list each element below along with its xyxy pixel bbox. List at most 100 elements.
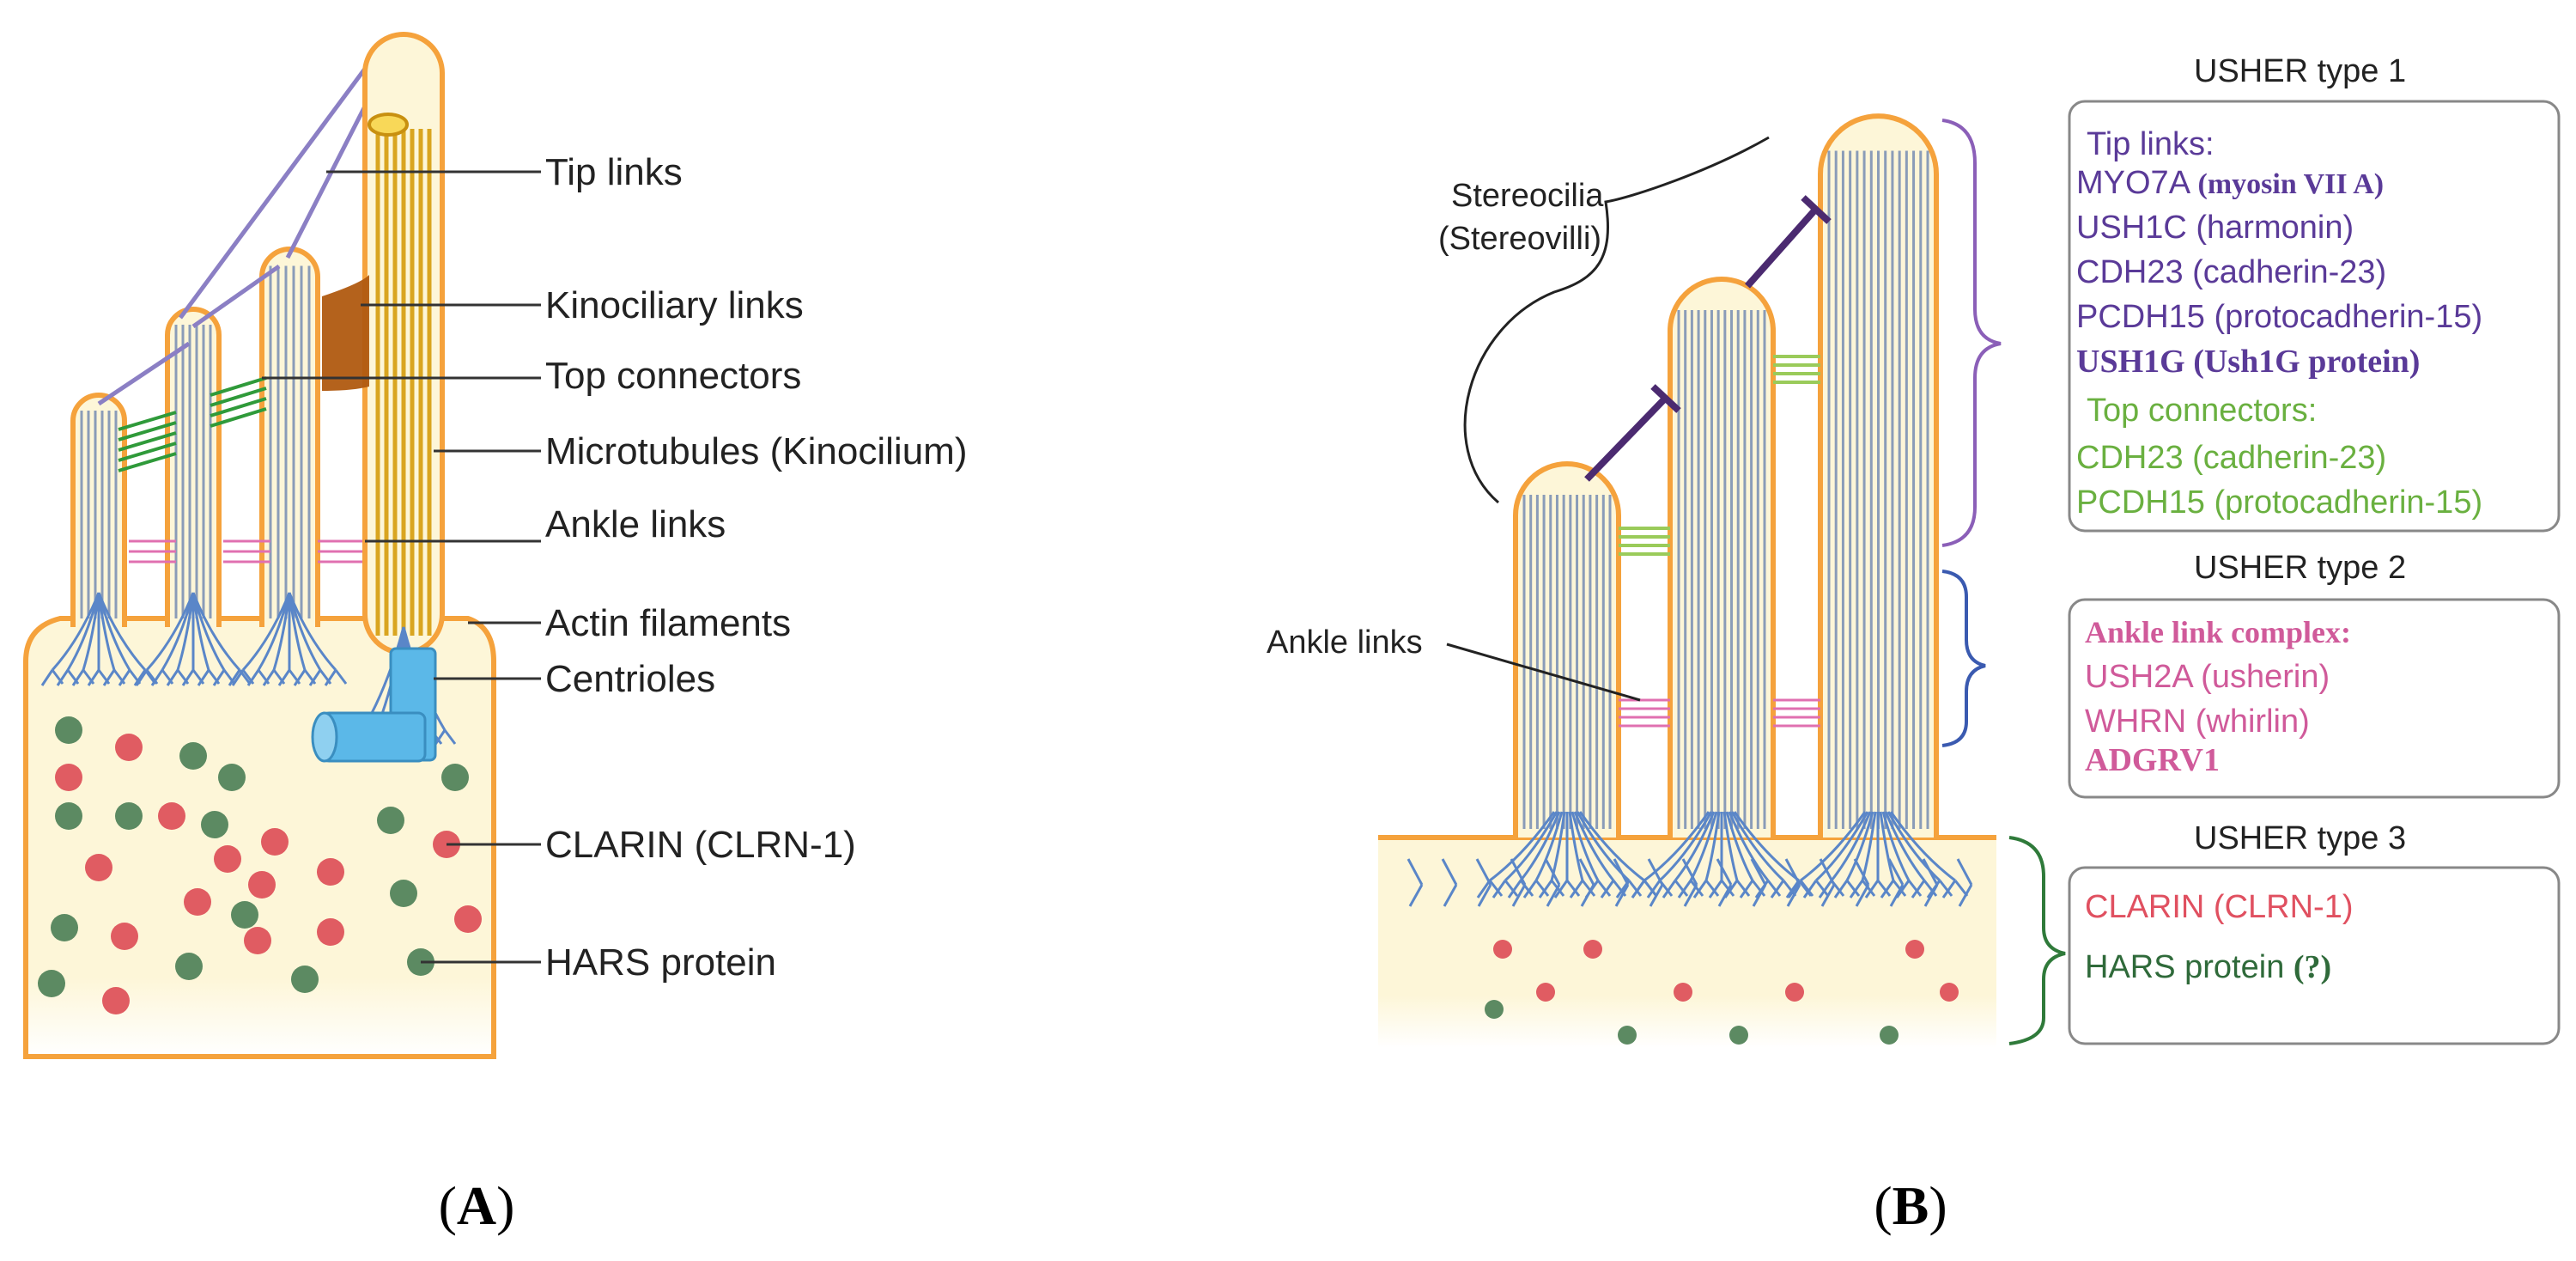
hars-dot	[115, 802, 143, 830]
clarin-dot	[55, 764, 82, 791]
hars-dot	[390, 880, 417, 907]
hars-dot-b	[1880, 1026, 1899, 1045]
clarin-dot-b	[1583, 940, 1602, 959]
caption-b-letter: B	[1893, 1175, 1929, 1236]
hair-cell-body-b	[1378, 838, 1996, 1048]
ankle-links-leader	[1446, 643, 1641, 702]
label-stereocilia: Stereocilia	[1451, 178, 1604, 214]
clarin-dot	[317, 858, 344, 886]
brace-usher2	[1941, 570, 1986, 747]
clarin-dot	[454, 905, 482, 933]
clarin-dot	[85, 854, 112, 881]
clarin-dot	[102, 987, 130, 1014]
hars-dot	[51, 914, 78, 941]
clarin-dot-b	[1785, 983, 1804, 1002]
usher2-item-0: USH2A (usherin)	[2085, 659, 2330, 695]
hars-dot	[55, 716, 82, 744]
brace-usher1	[1941, 119, 2002, 547]
clarin-dot-b	[1905, 940, 1924, 959]
stereocilium-a-1	[70, 393, 127, 627]
panel-b-diagram: Stereocilia (Stereovilli) Ankle links US…	[1267, 53, 2561, 1048]
hars-dot	[218, 764, 246, 791]
clarin-dot	[248, 871, 276, 899]
usher1-top-item-1: PCDH15 (protocadherin-15)	[2076, 484, 2482, 521]
clarin-dot	[158, 802, 185, 830]
usher1-gene: CDH23	[2076, 254, 2192, 290]
hars-dot	[201, 811, 228, 838]
hars-dot-b	[1485, 1000, 1504, 1019]
usher1-protein: (Ush1G protein)	[2193, 344, 2420, 380]
label-actin-filaments: Actin filaments	[545, 602, 791, 644]
usher1-protein: (harmonin)	[2196, 210, 2354, 246]
usher1-box	[2068, 100, 2561, 533]
usher3-hars-question: (?)	[2293, 949, 2331, 985]
clarin-dot	[214, 845, 241, 873]
label-kinociliary-links: Kinociliary links	[545, 284, 804, 326]
tip-links-b	[1584, 195, 1832, 482]
usher1-gene: USH1C	[2076, 210, 2196, 246]
hars-dot	[175, 953, 203, 980]
stereocilium-b-short	[1513, 461, 1621, 838]
usher1-protein: (myosin VII A)	[2198, 168, 2385, 200]
stereocilium-a-3	[259, 247, 320, 627]
leader-lines-a	[262, 170, 541, 964]
usher3-title: USHER type 3	[2194, 820, 2406, 856]
usher2-heading: Ankle link complex:	[2085, 615, 2351, 649]
usher1-tip-list: MYO7A (myosin VII A)USH1C (harmonin)CDH2…	[2076, 165, 2482, 380]
protein-dots-a	[38, 716, 482, 1014]
usher1-tip-item: USH1C (harmonin)	[2076, 210, 2354, 246]
centrioles	[311, 647, 437, 763]
clarin-dot-b	[1674, 983, 1692, 1002]
clarin-dot	[317, 918, 344, 946]
hars-dot	[291, 966, 319, 993]
label-tip-links: Tip links	[545, 151, 683, 193]
usher1-tip-item: CDH23 (cadherin-23)	[2076, 254, 2386, 290]
usher1-gene: PCDH15	[2076, 299, 2215, 335]
clarin-dot	[261, 828, 289, 856]
caption-a-letter: A	[457, 1175, 496, 1236]
label-ankle-links-b: Ankle links	[1267, 624, 1423, 661]
top-connectors-a	[118, 376, 267, 472]
usher3-hars-text: HARS protein	[2085, 949, 2293, 985]
hars-dot-b	[1618, 1026, 1637, 1045]
top-connectors-b	[1619, 355, 1820, 556]
caption-b: (B)	[1874, 1175, 1947, 1236]
usher1-tip-item: PCDH15 (protocadherin-15)	[2076, 299, 2482, 335]
usher3-clarin: CLARIN (CLRN-1)	[2085, 889, 2353, 925]
usher1-top-heading: Top connectors:	[2087, 393, 2317, 429]
panel-a-diagram: Tip links Kinociliary links Top connecto…	[23, 32, 967, 1059]
usher1-tip-heading: Tip links:	[2087, 126, 2215, 162]
clarin-dot	[244, 927, 271, 954]
hars-dot	[179, 742, 207, 770]
label-ankle-links-a: Ankle links	[545, 503, 726, 545]
hars-dot	[38, 970, 65, 997]
actin-network-b	[1406, 811, 1973, 907]
usher1-title: USHER type 1	[2194, 53, 2406, 89]
hars-dot-b	[1729, 1026, 1748, 1045]
usher1-top-item-0: CDH23 (cadherin-23)	[2076, 440, 2386, 476]
ankle-links-b	[1619, 698, 1820, 728]
stereocilia-b	[1513, 113, 1939, 838]
usher1-tip-item: MYO7A (myosin VII A)	[2076, 165, 2384, 201]
usher3-box	[2068, 866, 2561, 1045]
usher1-protein: (protocadherin-15)	[2215, 299, 2483, 335]
clarin-dot-b	[1536, 983, 1555, 1002]
stereocilium-b-tall	[1818, 113, 1939, 838]
clarin-dot	[111, 923, 138, 950]
usher2-box	[2068, 598, 2561, 799]
brace-usher3	[2008, 836, 2066, 1045]
caption-a: (A)	[439, 1175, 515, 1236]
ankle-links-a	[129, 539, 369, 563]
label-hars-a: HARS protein	[545, 941, 776, 984]
kinociliary-link	[322, 275, 369, 391]
usher1-protein: (cadherin-23)	[2192, 254, 2386, 290]
usher2-title: USHER type 2	[2194, 550, 2406, 586]
clarin-dot	[115, 734, 143, 761]
clarin-dot-b	[1493, 940, 1512, 959]
usher1-gene: MYO7A	[2076, 165, 2198, 201]
label-stereovilli: (Stereovilli)	[1438, 221, 1601, 257]
usher1-gene: USH1G	[2076, 344, 2193, 380]
hars-dot	[55, 802, 82, 830]
clarin-dot	[184, 888, 211, 916]
tip-links-a	[97, 67, 374, 406]
